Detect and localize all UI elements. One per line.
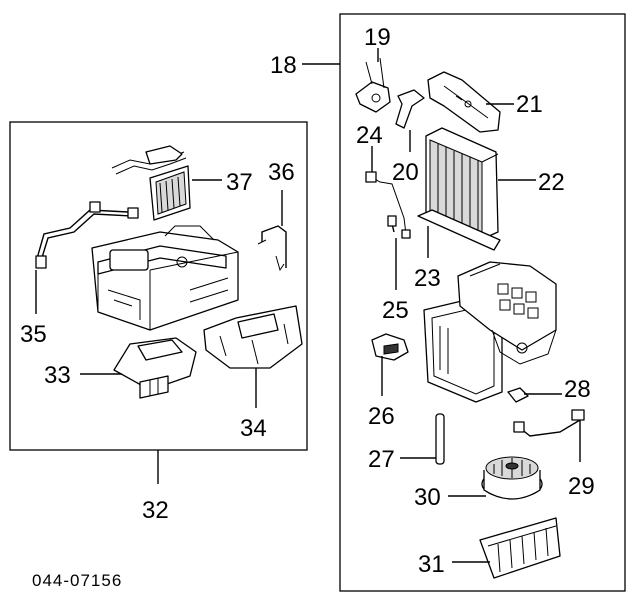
seal-23-drawing: [417, 209, 501, 251]
label-32: 32: [142, 497, 169, 524]
leader-lines: [35, 48, 581, 563]
blower-motor-30-drawing: [481, 456, 543, 500]
evaporator-22-drawing: [425, 127, 499, 241]
right-assembly-frame: [339, 13, 626, 592]
part-24-drawing: [365, 171, 411, 239]
part-26-drawing: [371, 333, 409, 361]
part-21-drawing: [427, 71, 501, 133]
label-37: 37: [226, 169, 253, 196]
part-27-drawing: [435, 413, 445, 465]
part-19-drawing: [355, 57, 391, 113]
label-19: 19: [364, 24, 391, 51]
part-28-drawing: [507, 387, 529, 403]
sensor-36-drawing: [257, 225, 287, 272]
duct-34-drawing: [203, 305, 303, 369]
label-21: 21: [516, 91, 543, 118]
label-29: 29: [568, 473, 595, 500]
part-29-drawing: [513, 409, 585, 437]
label-22: 22: [538, 169, 565, 196]
label-34: 34: [240, 415, 267, 442]
harness-35-drawing: [35, 201, 139, 269]
part-20-drawing: [395, 89, 425, 129]
label-27: 27: [368, 446, 395, 473]
heater-housing-drawing: [91, 225, 239, 331]
label-28: 28: [564, 376, 591, 403]
label-26: 26: [368, 403, 395, 430]
label-18: 18: [270, 52, 297, 79]
part-25-drawing: [387, 215, 397, 233]
label-36: 36: [268, 159, 295, 186]
label-30: 30: [414, 484, 441, 511]
diagram-code: 044-07156: [32, 571, 122, 590]
inlet-31-drawing: [479, 517, 561, 579]
duct-33-drawing: [113, 337, 197, 399]
blower-case-drawing: [423, 261, 557, 403]
label-35: 35: [20, 321, 47, 348]
label-31: 31: [418, 551, 445, 578]
label-23: 23: [414, 265, 441, 292]
label-25: 25: [382, 297, 409, 324]
label-24: 24: [356, 122, 383, 149]
label-20: 20: [392, 159, 419, 186]
label-33: 33: [44, 362, 71, 389]
heater-core-drawing: [111, 145, 191, 221]
